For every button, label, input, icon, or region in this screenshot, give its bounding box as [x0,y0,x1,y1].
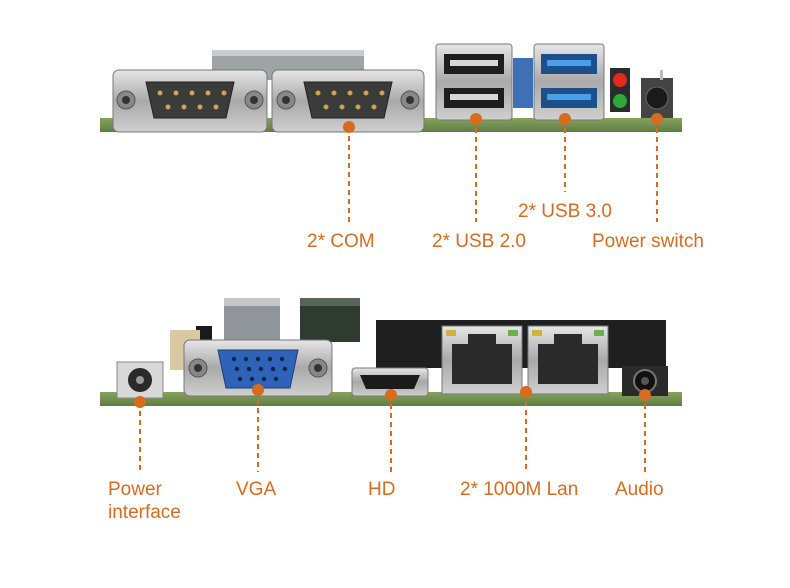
usb3-label: 2* USB 3.0 [518,201,612,222]
vga-callout-dot [252,384,264,396]
com-callout-dot [343,121,355,133]
usb3-ports [533,43,605,121]
bottom-callouts [139,390,646,472]
power-interface-label: Power interface [108,479,181,523]
usb2-ports [435,43,513,121]
audio-label: Audio [615,479,664,500]
com-port-1 [112,69,268,133]
top-callouts [348,119,658,222]
lan-port-1 [441,325,523,395]
lan-callout-dot [520,386,532,398]
power-switch-callout-dot [651,113,663,125]
lan-port-2 [527,325,609,395]
power-switch-button [641,70,673,118]
vga-port [183,339,333,397]
power-switch-label: Power switch [592,231,704,252]
blue-header [513,58,533,108]
audio-callout-dot [639,389,651,401]
vga-label: VGA [236,479,277,500]
lan-label: 2* 1000M Lan [460,479,579,500]
com-label: 2* COM [307,231,375,252]
usb2-callout-dot [470,113,482,125]
power-interface-callout-dot [134,396,146,408]
usb2-label: 2* USB 2.0 [432,231,526,252]
hd-label: HD [368,479,396,500]
hd-callout-dot [385,389,397,401]
usb3-callout-dot [559,113,571,125]
power-jack [116,361,164,399]
top-board [100,43,682,133]
hdmi-port [351,367,429,397]
status-leds [610,68,630,112]
